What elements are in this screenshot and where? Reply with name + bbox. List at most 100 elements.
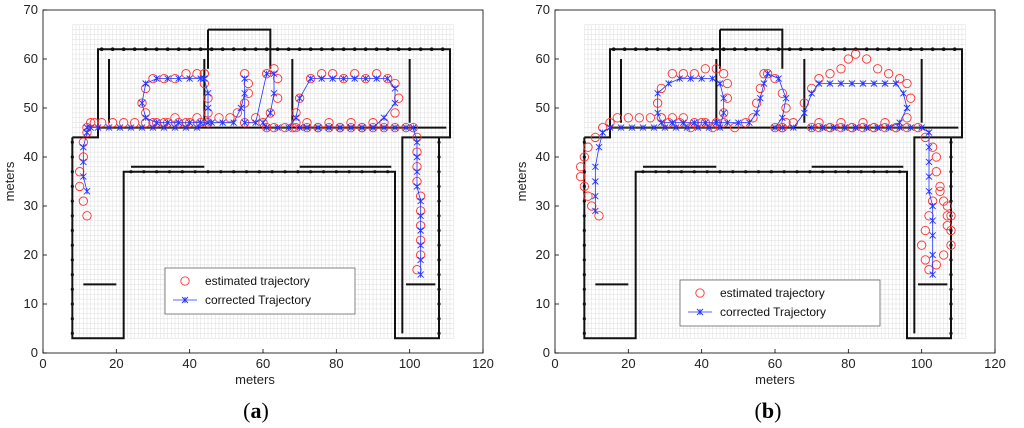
wall-dot [787, 47, 792, 51]
wall-dot [121, 47, 126, 51]
data-point [241, 75, 248, 82]
data-point [848, 80, 856, 87]
wall-dot [611, 47, 616, 51]
data-point [80, 173, 87, 180]
data-point [83, 187, 91, 195]
wall-dot [219, 170, 223, 174]
data-point [193, 124, 201, 131]
wall-dots [582, 47, 957, 335]
data-point [78, 196, 88, 206]
wall-dot [795, 170, 799, 174]
data-point [645, 113, 655, 123]
data-point [296, 124, 303, 131]
data-point [925, 158, 933, 166]
wall-dot [70, 214, 74, 218]
wall-dot [253, 47, 258, 51]
wall-dot [143, 47, 148, 51]
data-point [874, 124, 881, 131]
wall-dot [70, 331, 74, 335]
wall-dot [429, 47, 434, 51]
wall-dot [70, 273, 74, 277]
wall-dot [99, 47, 104, 51]
wall-dot [699, 47, 704, 51]
data-point [617, 124, 625, 131]
wall-dot [231, 47, 236, 51]
wall-dot [641, 170, 645, 174]
data-point [931, 152, 941, 162]
wall-dot [582, 273, 586, 277]
data-point [138, 99, 146, 107]
data-point [775, 75, 782, 82]
data-point [391, 99, 399, 107]
wall-dot [154, 47, 159, 51]
data-point [164, 75, 171, 82]
data-point [347, 124, 355, 131]
data-point [705, 124, 713, 131]
data-point [89, 118, 99, 128]
wall-dot [732, 47, 737, 51]
data-point [314, 124, 322, 131]
data-point [907, 124, 914, 131]
data-point [895, 73, 905, 84]
wall-dot [710, 47, 715, 51]
y-tick-label: 20 [24, 247, 38, 262]
data-point [669, 119, 676, 127]
data-point [801, 109, 808, 117]
x-tick-label: 100 [399, 356, 421, 371]
legend-marker-corrected [181, 296, 189, 304]
data-point [241, 89, 248, 97]
data-point [373, 75, 380, 82]
y-tick-label: 20 [536, 247, 550, 262]
wall-dot [908, 47, 913, 51]
wall-dot [437, 199, 441, 203]
data-point [925, 129, 933, 136]
y-tick-label: 60 [536, 51, 550, 66]
wall-dot [352, 47, 357, 51]
data-point [410, 124, 417, 131]
data-point [814, 118, 824, 128]
wall-dot [437, 302, 441, 306]
wall-dot [582, 258, 586, 262]
data-point [303, 124, 311, 131]
data-point [746, 119, 753, 127]
wall-dot [70, 184, 74, 188]
data-point [108, 118, 118, 128]
data-point [694, 124, 702, 131]
legend-marker-corrected [696, 308, 704, 316]
legend-marker-estimated [180, 276, 190, 286]
wall-dot [949, 199, 953, 203]
data-point [595, 143, 603, 151]
wall-dot [437, 331, 441, 335]
data-point [417, 212, 424, 220]
data-point [939, 250, 949, 260]
wall-dot [949, 273, 953, 277]
data-point [711, 64, 721, 74]
wall-dot [155, 170, 159, 174]
data-point [576, 162, 586, 172]
data-point [274, 124, 281, 131]
wall-dot [679, 170, 684, 174]
wall-dot [833, 170, 838, 174]
wall-dot [437, 228, 441, 233]
data-point [394, 93, 404, 103]
wall-dot [374, 47, 379, 51]
data-point [97, 118, 107, 128]
data-point [924, 265, 934, 275]
wall-dot [721, 47, 726, 51]
wall-dot [582, 170, 586, 174]
data-point [243, 78, 253, 89]
wall-dot [70, 317, 74, 321]
wall-dot [633, 47, 638, 51]
data-point [678, 69, 688, 79]
data-point [592, 192, 599, 200]
x-axis-label: meters [755, 372, 795, 387]
data-point [153, 119, 160, 127]
data-point [691, 119, 698, 127]
x-tick-label: 80 [329, 356, 343, 371]
data-point [170, 113, 180, 123]
wall-dot [132, 47, 137, 51]
wall-dot [440, 47, 445, 51]
data-point [942, 220, 952, 231]
data-point [819, 124, 826, 131]
